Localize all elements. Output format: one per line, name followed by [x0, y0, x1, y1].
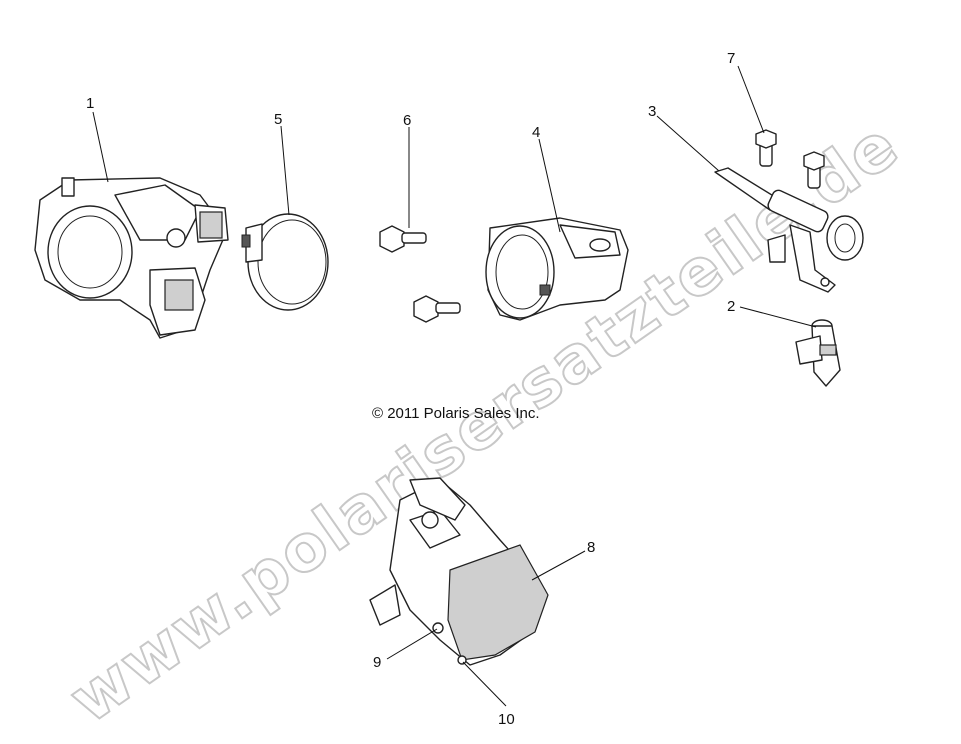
copyright-text: © 2011 Polaris Sales Inc.: [372, 405, 540, 422]
callout-labels: 1 2 3 4 5 6 7 8 9 10: [86, 50, 735, 728]
callout-4: 4: [532, 124, 540, 141]
callout-9: 9: [373, 654, 381, 671]
hose-clamp-icon: [241, 213, 329, 311]
callout-1: 1: [86, 95, 94, 112]
callout-3: 3: [648, 103, 656, 120]
throttle-body-rear-icon: [369, 477, 549, 666]
bolt-icon: [755, 129, 825, 189]
fuel-injector-icon: [795, 319, 841, 387]
callout-2: 2: [727, 298, 735, 315]
callout-6: 6: [403, 112, 411, 129]
throttle-body-icon: [34, 177, 229, 339]
callout-5: 5: [274, 111, 282, 128]
callout-10: 10: [498, 711, 515, 728]
bolt-icon: [379, 225, 461, 323]
fuel-rail-icon: [714, 167, 864, 293]
callout-7: 7: [727, 50, 735, 67]
leader-lines: [92, 65, 817, 707]
intake-adapter-icon: [485, 217, 629, 321]
callout-8: 8: [587, 539, 595, 556]
